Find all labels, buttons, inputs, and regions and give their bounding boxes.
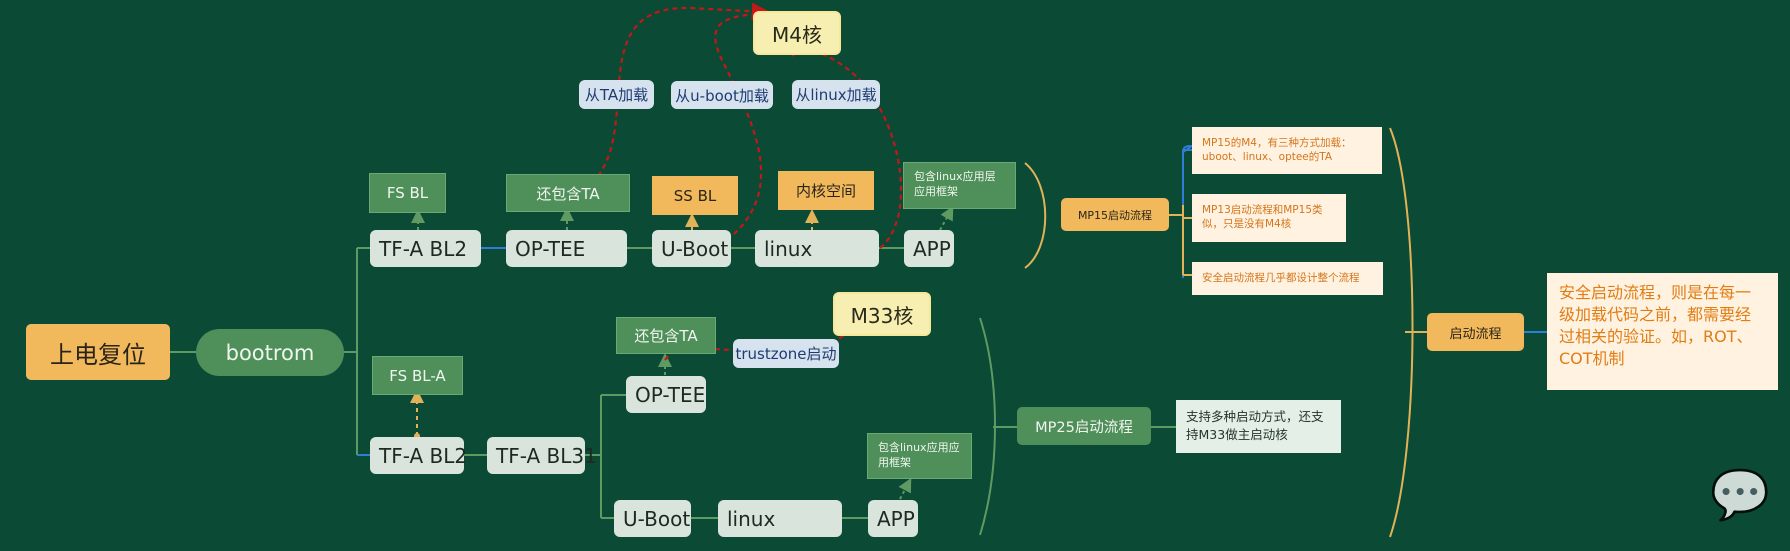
fs-bl-node[interactable]: FS BL [369, 173, 446, 213]
tfa-bl31-node[interactable]: TF-A BL31 [487, 437, 597, 474]
tfa-bl2-top-node[interactable]: TF-A BL2 [370, 230, 481, 267]
mp15-note-3: 安全启动流程几乎都设计整个流程 [1192, 262, 1383, 295]
boot-flow-node[interactable]: 启动流程 [1427, 313, 1524, 351]
m4-core-node[interactable]: M4核 [753, 11, 841, 55]
m33-core-node[interactable]: M33核 [833, 292, 931, 336]
mp15-note-1: MP15的M4，有三种方式加载：uboot、linux、optee的TA [1192, 127, 1382, 174]
chat-bubble-icon: 💬 [1710, 467, 1770, 523]
mp15-note-2: MP13启动流程和MP15类似，只是没有M4核 [1192, 194, 1346, 242]
mp25-flow-node[interactable]: MP25启动流程 [1017, 407, 1151, 445]
trustzone-boot-tag[interactable]: trustzone启动 [733, 339, 839, 368]
linux-top-node[interactable]: linux [755, 230, 879, 267]
app-top-node[interactable]: APP [904, 230, 954, 267]
mp25-note: 支持多种启动方式，还支持M33做主启动核 [1176, 400, 1341, 453]
linux-bottom-node[interactable]: linux [718, 500, 842, 537]
bootrom-node[interactable]: bootrom [196, 329, 344, 376]
fs-bl-a-node[interactable]: FS BL-A [372, 356, 463, 395]
power-on-reset-node[interactable]: 上电复位 [26, 324, 170, 380]
ss-bl-node[interactable]: SS BL [652, 176, 738, 215]
uboot-bottom-node[interactable]: U-Boot [614, 500, 691, 537]
also-ta-top-node[interactable]: 还包含TA [506, 174, 630, 212]
linux-app-framework-bottom-node[interactable]: 包含linux应用应用框架 [867, 433, 972, 479]
load-from-ta-tag[interactable]: 从TA加载 [579, 80, 654, 109]
optee-bottom-node[interactable]: OP-TEE [626, 376, 706, 413]
mp15-flow-node[interactable]: MP15启动流程 [1061, 198, 1169, 231]
kernel-space-node[interactable]: 内核空间 [778, 171, 874, 210]
app-bottom-node[interactable]: APP [868, 500, 918, 537]
also-ta-bottom-node[interactable]: 还包含TA [616, 317, 716, 354]
secure-boot-note: 安全启动流程，则是在每一级加载代码之前，都需要经过相关的验证。如，ROT、COT… [1547, 273, 1778, 390]
uboot-top-node[interactable]: U-Boot [652, 230, 731, 267]
load-from-linux-tag[interactable]: 从linux加载 [792, 80, 880, 109]
linux-app-framework-top-node[interactable]: 包含linux应用层应用框架 [903, 162, 1016, 209]
tfa-bl2-bottom-node[interactable]: TF-A BL2 [370, 437, 467, 474]
optee-top-node[interactable]: OP-TEE [506, 230, 627, 267]
load-from-uboot-tag[interactable]: 从u-boot加载 [671, 81, 773, 109]
